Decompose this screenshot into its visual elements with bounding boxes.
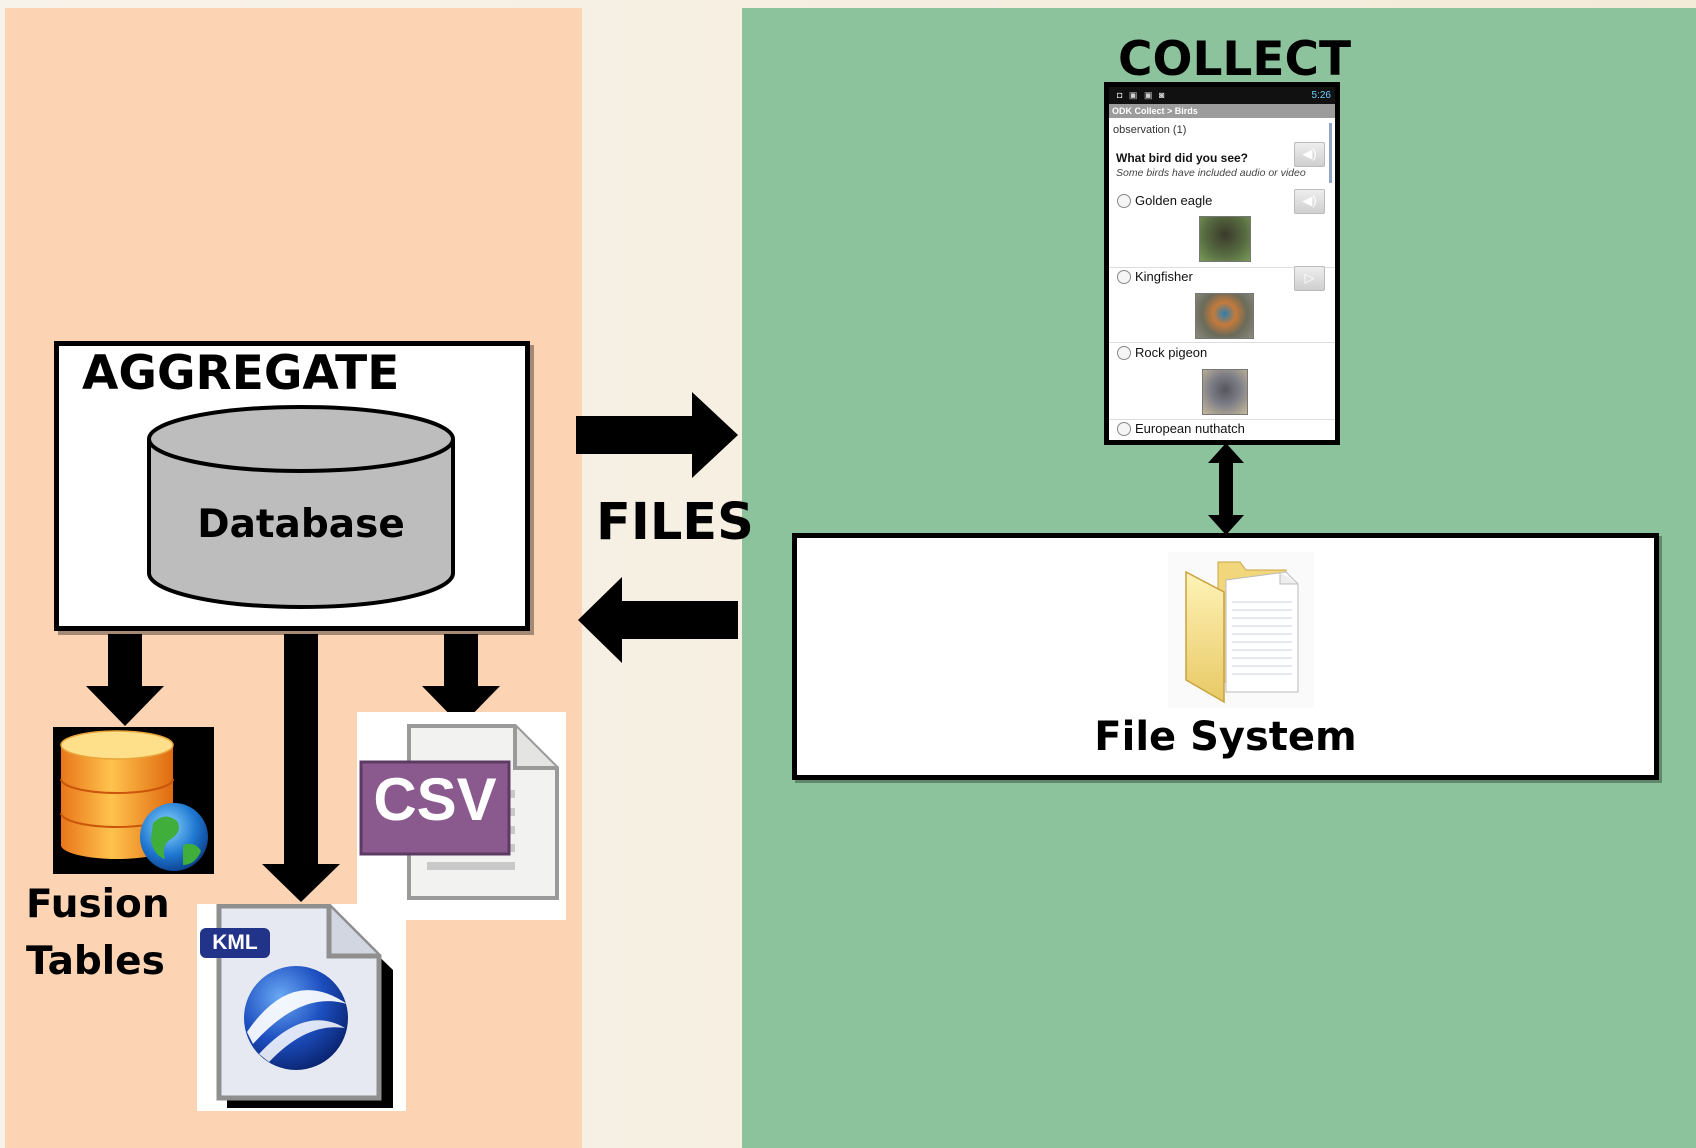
phone-question: What bird did you see? xyxy=(1116,151,1249,165)
files-right-arrow-icon xyxy=(576,392,738,478)
radio-icon xyxy=(1117,421,1131,436)
option-golden-eagle: Golden eagle xyxy=(1117,193,1212,208)
phone-status-bar: ◘ ▣ ▣ ◙ 5:26 xyxy=(1109,87,1335,104)
fusion-label-line2: Tables xyxy=(26,939,165,984)
radio-icon xyxy=(1117,345,1131,360)
radio-icon xyxy=(1117,269,1131,284)
option-label: European nuthatch xyxy=(1135,421,1245,436)
phone-form-group: observation (1) xyxy=(1113,124,1187,136)
option-label: Kingfisher xyxy=(1135,269,1193,284)
phone-question-hint: Some birds have included audio or video xyxy=(1116,167,1306,179)
kml-badge: KML xyxy=(212,931,258,954)
rock-pigeon-image xyxy=(1202,369,1248,415)
folder-icon xyxy=(1168,552,1314,708)
csv-file-icon xyxy=(359,724,559,900)
radio-icon xyxy=(1117,193,1131,208)
phone-clock: 5:26 xyxy=(1311,90,1331,101)
database-label: Database xyxy=(197,502,405,547)
aggregate-title: AGGREGATE xyxy=(82,346,400,401)
kml-export-arrow-icon xyxy=(262,634,340,902)
database-cylinder-icon xyxy=(147,405,455,609)
audio-button: ◀) xyxy=(1294,189,1325,214)
option-kingfisher: Kingfisher xyxy=(1117,269,1193,284)
kml-file-icon xyxy=(200,904,393,1108)
csv-badge: CSV xyxy=(373,766,497,833)
file-system-label: File System xyxy=(1094,714,1357,760)
phone-scrollbar xyxy=(1329,123,1332,183)
sync-double-arrow-icon xyxy=(1208,443,1244,535)
kingfisher-image xyxy=(1195,293,1254,339)
fusion-label-line1: Fusion xyxy=(26,882,170,927)
divider xyxy=(1109,419,1335,420)
collect-title: COLLECT xyxy=(1118,32,1352,87)
phone-screenshot: ◘ ▣ ▣ ◙ 5:26 ODK Collect > Birds observa… xyxy=(1104,82,1340,445)
files-label: FILES xyxy=(596,493,754,552)
option-label: Golden eagle xyxy=(1135,193,1213,208)
divider xyxy=(1109,342,1335,343)
files-left-arrow-icon xyxy=(578,577,738,663)
fusion-tables-icon xyxy=(60,730,208,871)
golden-eagle-image xyxy=(1199,216,1251,262)
phone-notification-icons: ◘ ▣ ▣ ◙ xyxy=(1117,90,1167,100)
option-european-nuthatch: European nuthatch xyxy=(1117,421,1245,436)
question-audio-button: ◀) xyxy=(1294,142,1325,167)
fusion-export-arrow-icon xyxy=(86,634,164,726)
csv-export-arrow-icon xyxy=(422,634,500,726)
phone-titlebar: ODK Collect > Birds xyxy=(1109,104,1335,118)
fusion-tables-label: Fusion Tables xyxy=(26,876,170,990)
option-label: Rock pigeon xyxy=(1135,345,1208,360)
divider xyxy=(1109,267,1335,268)
option-rock-pigeon: Rock pigeon xyxy=(1117,345,1207,360)
video-play-button: ▷ xyxy=(1294,266,1325,291)
